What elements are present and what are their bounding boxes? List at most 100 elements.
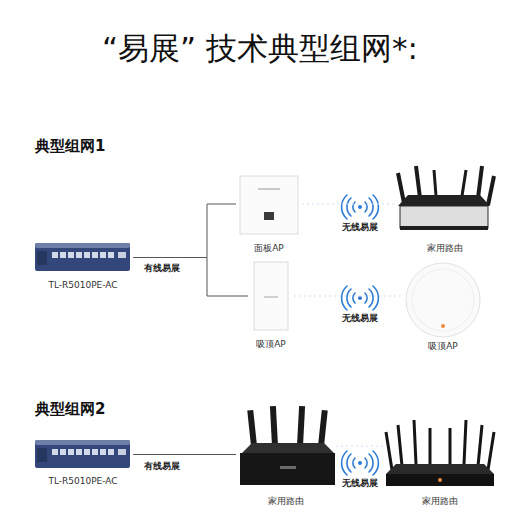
router-front [400, 206, 488, 228]
switch-port [108, 252, 114, 258]
wifi-arc [369, 454, 373, 472]
antenna [414, 420, 416, 464]
wifi-arc [373, 286, 378, 310]
wifi-dot [358, 461, 362, 465]
wifi-arc [342, 286, 347, 310]
ceiling-ap-disc [406, 263, 480, 337]
router-led [438, 478, 442, 482]
switch-port [84, 449, 90, 455]
antenna [434, 170, 436, 196]
link-label: 无线易展 [334, 312, 386, 325]
router-illustration [386, 420, 494, 486]
antenna [398, 173, 404, 203]
switch-port [118, 252, 126, 258]
device-label: 吸顶AP [256, 339, 286, 350]
router-illustration [398, 166, 494, 230]
switch-port [92, 252, 98, 258]
router-top [398, 195, 490, 206]
wired-link [133, 258, 248, 297]
switch-illustration [35, 440, 130, 468]
switch-illustration [35, 243, 130, 271]
panel-plate [240, 176, 298, 234]
plate-logo [264, 296, 278, 298]
switch-node: TL-R5010PE-AC [33, 440, 133, 487]
switch-panel [37, 448, 47, 462]
router-logo [280, 466, 296, 469]
wifi-arc [373, 451, 378, 475]
section-heading: 典型组网2 [35, 400, 105, 419]
wifi-arc [369, 198, 373, 216]
wifi-arc [347, 198, 351, 216]
ceiling-ap-illustration [406, 263, 480, 337]
switch-port [76, 449, 82, 455]
router-base [400, 226, 488, 230]
router-node: 家用路由 [236, 405, 336, 507]
device-label: TL-R5010PE-AC [48, 280, 117, 291]
antenna [488, 176, 494, 205]
router-front [386, 474, 494, 486]
switch-port [100, 449, 106, 455]
antenna [488, 432, 494, 470]
switch-panel [37, 251, 47, 265]
antenna [478, 425, 482, 466]
ceiling-ap-ring [412, 269, 474, 331]
router-front [240, 453, 335, 485]
antenna [462, 170, 466, 196]
device-label: 面板AP [254, 243, 284, 254]
diagram-title: “易展” 技术典型组网*: [0, 28, 520, 68]
panel-ap-node: 面板AP [236, 174, 302, 254]
wireless-link [294, 296, 403, 297]
switch-port [118, 449, 126, 455]
switch-top [35, 440, 130, 445]
section-heading: 典型组网1 [35, 137, 105, 156]
device-label: 家用路由 [427, 243, 463, 254]
switch-port [76, 252, 82, 258]
plate-body [254, 262, 288, 330]
link-label: 有线易展 [136, 262, 188, 275]
wifi-arc [353, 293, 355, 303]
antenna [478, 166, 482, 198]
antenna [429, 428, 432, 464]
device-label: 家用路由 [268, 496, 304, 507]
antenna [416, 166, 420, 198]
switch-node: TL-R5010PE-AC [33, 243, 133, 291]
switch-port [60, 449, 66, 455]
device-label: 吸顶AP [428, 341, 458, 352]
panel-port [264, 212, 274, 220]
link-label: 无线易展 [334, 221, 386, 234]
wifi-symbol [342, 286, 379, 310]
link-label: 无线易展 [334, 477, 386, 490]
switch-top [35, 243, 130, 248]
antenna [464, 420, 466, 464]
wifi-arc [365, 458, 367, 468]
device-label: TL-R5010PE-AC [48, 476, 117, 487]
wifi-dot [358, 205, 362, 209]
wifi-symbol [342, 195, 379, 219]
wifi-arc [369, 289, 373, 307]
router-illustration [240, 406, 335, 485]
ceiling-ap-node: 吸顶AP [403, 262, 483, 352]
switch-port [68, 449, 74, 455]
panel-logo [258, 188, 280, 190]
panel-ap-illustration [240, 176, 298, 234]
wifi-dot [358, 296, 362, 300]
wifi-arc [353, 458, 355, 468]
switch-body [35, 440, 130, 468]
wifi-arc [365, 293, 367, 303]
wifi-arc [347, 289, 351, 307]
switch-port [84, 252, 90, 258]
wifi-symbol [342, 451, 379, 475]
antenna [318, 410, 328, 446]
antenna [449, 428, 452, 464]
antenna [398, 425, 402, 466]
wifi-arc [342, 451, 347, 475]
antenna [297, 406, 305, 446]
router-top [242, 443, 334, 453]
plate-ap-node: 吸顶AP [248, 260, 294, 350]
switch-port [92, 449, 98, 455]
antenna [386, 432, 392, 470]
